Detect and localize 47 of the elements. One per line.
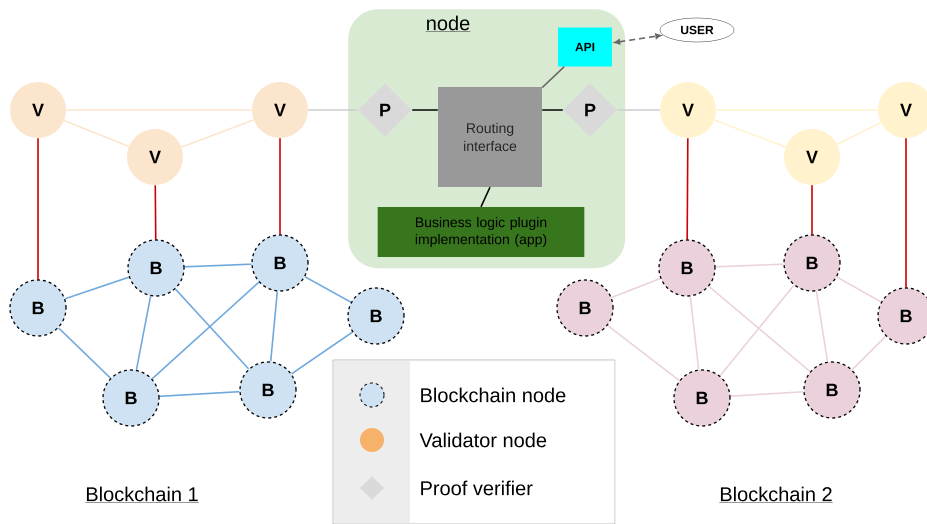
caption: Blockchain 2: [719, 486, 833, 503]
connector-line: [690, 296, 700, 370]
connector-line: [291, 332, 353, 374]
connector-line: [905, 138, 907, 288]
connector-line: [811, 185, 813, 234]
legend-label: Validator node: [420, 432, 546, 448]
connector-line: [716, 109, 878, 111]
connector-line: [174, 288, 250, 370]
connector-line: [279, 138, 281, 234]
connector-line: [852, 336, 886, 370]
connector-line: [37, 138, 39, 280]
connector-line: [542, 109, 563, 111]
connector-line: [714, 119, 786, 148]
connector-line: [716, 263, 784, 268]
connector-line: [816, 291, 828, 362]
connector-line: [412, 109, 438, 111]
connector-line: [480, 186, 491, 208]
connector-line: [66, 109, 252, 111]
connector-line: [730, 390, 804, 398]
connector-line: [611, 278, 661, 298]
connector-line: [136, 296, 152, 370]
connector-line: [152, 282, 260, 380]
connector-line: [708, 286, 811, 372]
routing-box: Routing interface: [438, 87, 542, 187]
connector-line: [58, 327, 111, 379]
connector-line: [836, 276, 882, 303]
connector-line: [160, 390, 240, 398]
connector-line: [686, 138, 689, 240]
connector-line: [542, 66, 565, 88]
connector-line: [154, 185, 157, 240]
connector-line: [270, 291, 278, 362]
connector-line: [836, 122, 882, 146]
connector-line: [64, 276, 130, 300]
arrow: [614, 33, 662, 45]
connector-line: [184, 263, 252, 268]
caption: Blockchain 1: [85, 486, 199, 503]
connector-line: [308, 109, 358, 111]
connector-line: [64, 120, 130, 148]
connector-line: [719, 284, 795, 376]
plugin-box: Business logic plugin implementation (app): [378, 207, 584, 257]
connector-line: [181, 119, 254, 148]
connector-line: [304, 276, 352, 303]
legend-label: Proof verifier: [421, 480, 533, 496]
connector-line: [617, 109, 660, 111]
api-box: API: [558, 28, 612, 66]
legend-label: Blockchain node: [421, 388, 566, 402]
connector-line: [607, 324, 680, 382]
